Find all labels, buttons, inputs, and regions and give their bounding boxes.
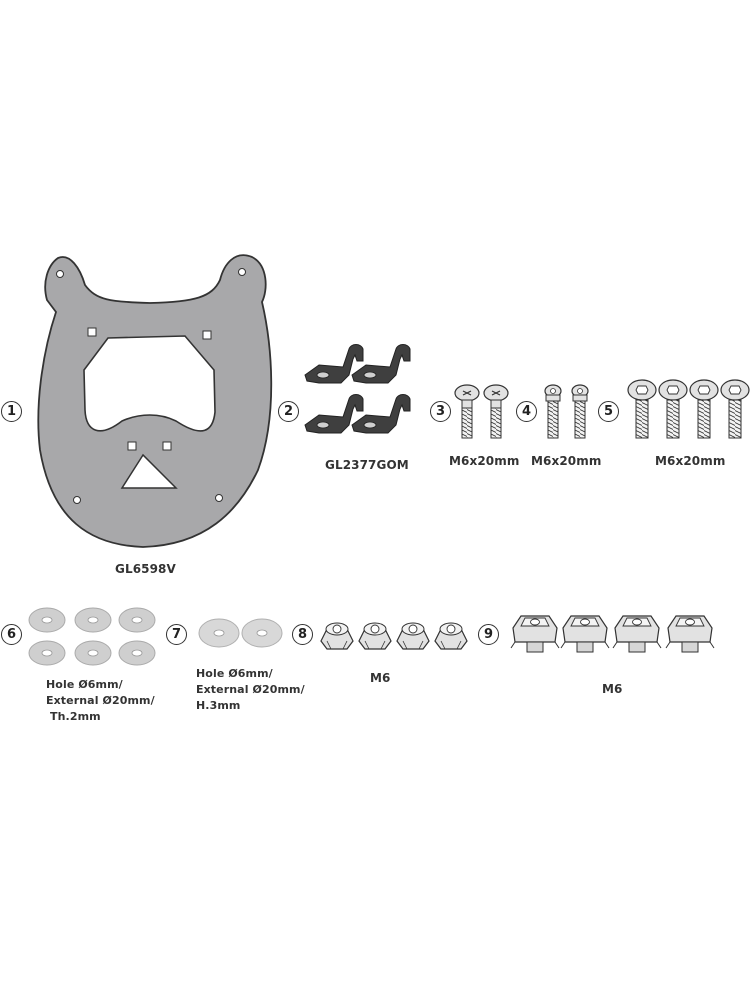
cap-screw	[544, 384, 562, 439]
bracket	[351, 394, 411, 434]
bracket	[304, 394, 364, 434]
part-label-8: M6	[370, 671, 391, 685]
flat-head-screw	[483, 384, 509, 439]
part-label-7: Hole Ø6mm/ External Ø20mm/ H.3mm	[196, 666, 305, 714]
cage-nut	[510, 615, 560, 653]
triangle-cutout	[120, 453, 178, 489]
part-label-6-line-1: Hole Ø6mm/	[46, 678, 123, 691]
cage-nut	[665, 615, 715, 653]
mounting-hole	[73, 496, 81, 504]
washer-set-2mm	[28, 607, 156, 666]
bracket-set	[304, 344, 411, 434]
part-number-3: 3	[430, 401, 451, 422]
square-slot	[127, 441, 137, 451]
part-label-6: Hole Ø6mm/ External Ø20mm/ Th.2mm	[46, 677, 155, 725]
mounting-hole	[238, 268, 246, 276]
washer	[241, 618, 283, 648]
part-label-7-line-3: H.3mm	[196, 699, 241, 712]
washer-set-3mm	[198, 618, 283, 648]
part-label-2: GL2377GOM	[325, 458, 409, 472]
part-label-4: M6x20mm	[531, 454, 602, 468]
part-label-9: M6	[602, 682, 623, 696]
part-number-7: 7	[166, 624, 187, 645]
square-slot	[87, 327, 97, 337]
part-number-6: 6	[1, 624, 22, 645]
cap-screw-set	[544, 384, 589, 439]
part-label-7-line-1: Hole Ø6mm/	[196, 667, 273, 680]
washer	[198, 618, 240, 648]
part-label-1: GL6598V	[115, 562, 176, 576]
part-label-5: M6x20mm	[655, 454, 726, 468]
button-head-screw	[658, 379, 688, 439]
flat-head-screw	[454, 384, 480, 439]
center-cutout	[83, 335, 216, 432]
washer	[118, 607, 156, 633]
part-number-4: 4	[516, 401, 537, 422]
part-number-8: 8	[292, 624, 313, 645]
mounting-hole	[56, 270, 64, 278]
washer	[118, 640, 156, 666]
part-label-6-line-3: Th.2mm	[50, 710, 101, 723]
part-number-2: 2	[278, 401, 299, 422]
cap-screw	[571, 384, 589, 439]
part-label-7-line-2: External Ø20mm/	[196, 683, 305, 696]
washer	[28, 607, 66, 633]
cage-nut-set	[510, 615, 715, 653]
cage-nut	[560, 615, 610, 653]
part-label-6-line-2: External Ø20mm/	[46, 694, 155, 707]
button-head-screw	[689, 379, 719, 439]
bracket	[304, 344, 364, 384]
part-label-3: M6x20mm	[449, 454, 520, 468]
flat-head-screw-set	[454, 384, 509, 439]
part-number-1: 1	[1, 401, 22, 422]
lock-nut-set	[320, 622, 468, 650]
washer	[74, 640, 112, 666]
button-head-screw	[720, 379, 750, 439]
washer	[28, 640, 66, 666]
part-number-5: 5	[598, 401, 619, 422]
square-slot	[162, 441, 172, 451]
lock-nut	[320, 622, 354, 650]
washer	[74, 607, 112, 633]
cage-nut	[612, 615, 662, 653]
button-head-screw	[627, 379, 657, 439]
lock-nut	[396, 622, 430, 650]
bracket	[351, 344, 411, 384]
button-head-screw-set	[627, 379, 750, 439]
lock-nut	[358, 622, 392, 650]
mounting-hole	[215, 494, 223, 502]
lock-nut	[434, 622, 468, 650]
part-number-9: 9	[478, 624, 499, 645]
square-slot	[202, 330, 212, 340]
mounting-plate	[37, 254, 273, 548]
